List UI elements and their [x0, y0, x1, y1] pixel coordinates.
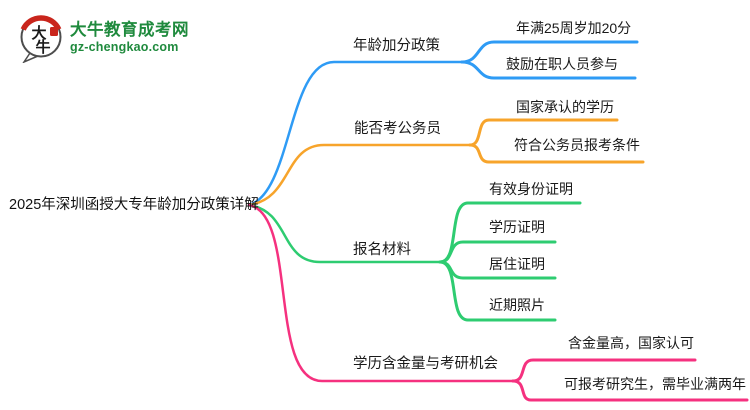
leaf-residence-proof: 居住证明	[489, 256, 545, 272]
site-logo[interactable]: 大 牛 大牛教育成考网 gz-chengkao.com	[18, 13, 189, 63]
branch-label-age-policy: 年龄加分政策	[353, 38, 440, 54]
leaf-education-proof: 学历证明	[489, 219, 545, 235]
leaf-encourage-workers: 鼓励在职人员参与	[506, 56, 618, 72]
leaf-age-25-bonus: 年满25周岁加20分	[516, 20, 632, 36]
logo-char-top: 大	[31, 24, 46, 42]
leaf-meet-conditions: 符合公务员报考条件	[514, 137, 640, 153]
branch-materials-lines	[247, 201, 582, 322]
logo-title: 大牛教育成考网	[70, 21, 189, 39]
logo-seal	[50, 27, 58, 36]
leaf-high-value: 含金量高，国家认可	[568, 335, 694, 351]
branch-label-value: 学历含金量与考研机会	[353, 356, 498, 372]
branch-value-lines	[247, 203, 749, 402]
logo-char-bottom: 牛	[35, 38, 50, 56]
leaf-recent-photo: 近期照片	[489, 297, 545, 313]
leaf-id-proof: 有效身份证明	[489, 181, 573, 197]
branch-label-civil-servant: 能否考公务员	[354, 121, 441, 137]
leaf-postgrad-exam: 可报考研究生，需毕业满两年	[564, 376, 746, 392]
branch-label-materials: 报名材料	[353, 242, 411, 258]
branch-civil-servant-lines	[247, 118, 645, 207]
branch-age-policy-lines	[247, 40, 639, 207]
leaf-state-recognized: 国家承认的学历	[516, 99, 614, 115]
logo-url: gz-chengkao.com	[70, 40, 179, 54]
logo-bull-icon: 大 牛	[20, 15, 62, 63]
central-topic: 2025年深圳函授大专年龄加分政策详解	[9, 197, 259, 213]
logo-text-block: 大牛教育成考网 gz-chengkao.com	[70, 21, 189, 55]
